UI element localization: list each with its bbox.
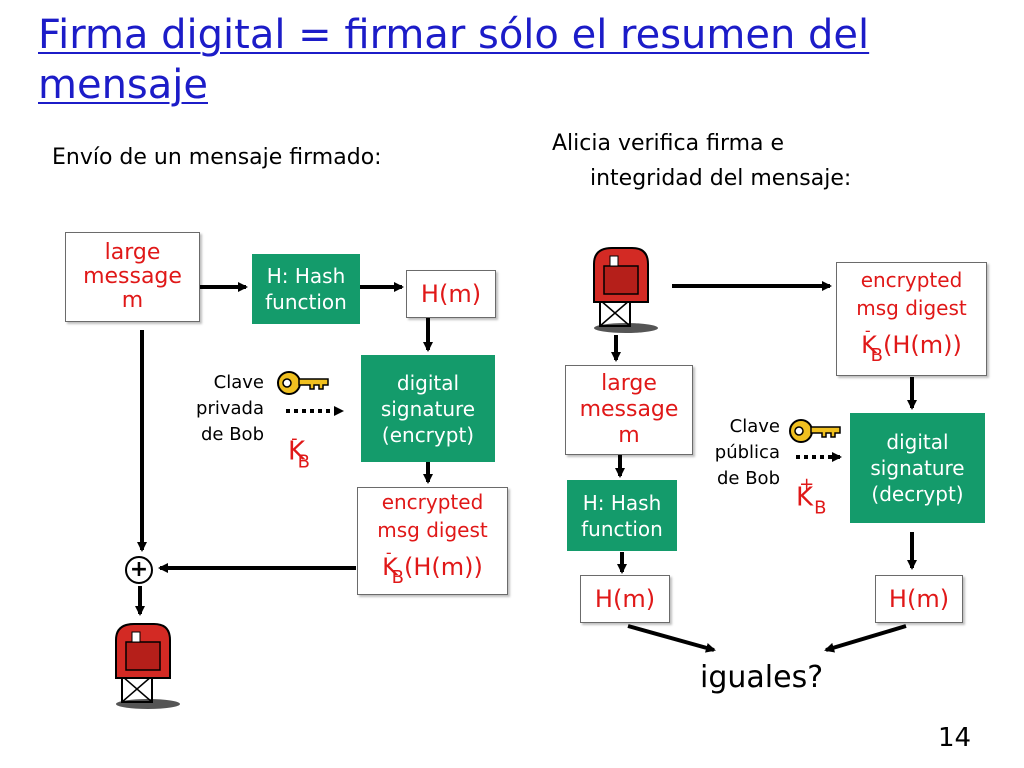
left-enc-formula: K-B(H(m)): [382, 542, 483, 588]
right-enc-line1: encrypted: [860, 267, 963, 292]
left-hash-function-box: H: Hash function: [252, 254, 360, 324]
public-key-symbol: K+B: [796, 474, 827, 519]
arrow-hm-left-to-question: [627, 624, 716, 653]
right-hm-right-box: H(m): [875, 575, 963, 623]
left-large-message-line1: large: [104, 240, 161, 265]
left-enc-line1: encrypted: [381, 489, 484, 514]
right-encrypted-digest-box: encrypted msg digest K-B(H(m)): [836, 262, 987, 376]
left-hm-box: H(m): [406, 270, 496, 318]
left-large-message-line2: message: [83, 264, 182, 289]
equality-question: iguales?: [700, 660, 824, 695]
right-hash-function-box: H: Hash function: [567, 480, 677, 551]
right-enc-formula: K-B(H(m)): [861, 320, 962, 366]
mailbox-icon: [115, 623, 180, 709]
combine-plus: +: [125, 556, 153, 584]
left-enc-line2: msg digest: [377, 517, 488, 542]
left-sign-line2: signature: [380, 396, 476, 421]
left-large-message-line3: m: [121, 288, 144, 313]
left-sign-line1: digital: [396, 370, 460, 395]
right-large-message-line2: message: [579, 397, 679, 422]
left-heading: Envío de un mensaje firmado:: [52, 145, 382, 170]
right-heading-line1: Alicia verifica firma e: [552, 131, 785, 156]
right-hash-line2: function: [581, 516, 663, 541]
key-icon-right: [789, 419, 841, 443]
right-sign-line3: (decrypt): [871, 482, 964, 506]
slide-title: Firma digital = firmar sólo el resumen d…: [38, 12, 870, 108]
right-heading-line2: integridad del mensaje:: [590, 166, 852, 191]
right-hm-left-box: H(m): [580, 575, 670, 623]
left-digital-signature-box: digital signature (encrypt): [361, 355, 495, 462]
left-hash-line2: function: [265, 290, 347, 314]
public-key-label: Clave pública de Bob: [714, 416, 780, 489]
mailbox-icon-right: [593, 247, 658, 333]
right-enc-line2: msg digest: [856, 295, 967, 320]
right-hm-left-text: H(m): [594, 585, 656, 613]
right-sign-line1: digital: [886, 430, 949, 454]
arrow-hm-right-to-question: [824, 624, 907, 653]
right-sign-line2: signature: [870, 456, 965, 480]
left-hash-line1: H: Hash: [266, 264, 346, 288]
right-large-message-line1: large: [601, 371, 657, 396]
page-number: 14: [938, 723, 972, 753]
left-sign-line3: (encrypt): [381, 422, 475, 447]
left-encrypted-digest-box: encrypted msg digest K-B(H(m)): [357, 487, 508, 595]
key-icon: [277, 371, 329, 395]
left-large-message-box: large message m: [65, 232, 200, 322]
right-digital-signature-box: digital signature (decrypt): [850, 413, 985, 523]
private-key-label: Clave privada de Bob: [196, 372, 264, 445]
left-hm-text: H(m): [420, 280, 482, 308]
right-large-message-box: large message m: [565, 365, 693, 455]
right-large-message-line3: m: [618, 423, 640, 448]
private-key-symbol: K-B: [288, 428, 310, 473]
right-hash-line1: H: Hash: [582, 490, 662, 515]
right-hm-right-text: H(m): [888, 585, 950, 613]
